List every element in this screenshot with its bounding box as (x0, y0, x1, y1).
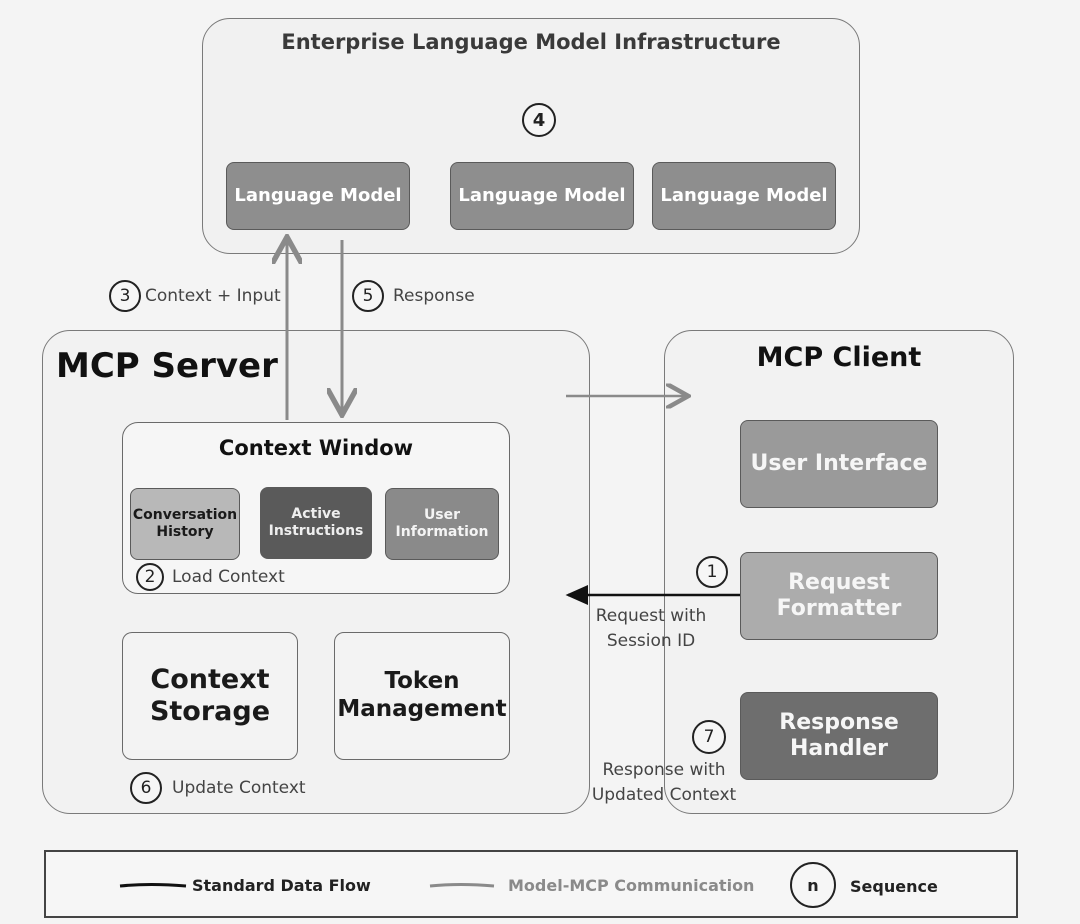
request-session-line1: Request with (595, 606, 707, 626)
request-formatter-line2: Formatter (776, 596, 902, 621)
language-model-2: Language Model (450, 162, 634, 230)
token-management-line1: Token (384, 668, 460, 695)
context-storage-box: Context Storage (122, 632, 298, 760)
user-information-line2: Information (395, 524, 489, 540)
response-handler-box: Response Handler (740, 692, 938, 780)
language-model-1: Language Model (226, 162, 410, 230)
language-model-3: Language Model (652, 162, 836, 230)
conversation-history-line2: History (156, 524, 214, 540)
sequence-step-4: 4 (522, 103, 556, 137)
legend-standard-label: Standard Data Flow (192, 876, 371, 895)
active-instructions-line1: Active (291, 506, 341, 523)
conversation-history-line1: Conversation (132, 507, 238, 524)
sequence-step-7: 7 (692, 720, 726, 754)
sequence-step-3: 3 (109, 280, 141, 312)
user-information-box: User Information (385, 488, 499, 560)
request-session-line2: Session ID (606, 630, 696, 651)
sequence-step-2: 2 (136, 563, 164, 591)
load-context-label: Load Context (172, 567, 285, 587)
response-handler-line1: Response (779, 709, 899, 735)
infrastructure-title: Enterprise Language Model Infrastructure (281, 30, 781, 54)
active-instructions-line2: Instructions (268, 523, 364, 539)
response-updated-line2: Updated Context (591, 784, 737, 805)
sequence-step-1: 1 (696, 556, 728, 588)
legend-sequence-icon: n (790, 862, 836, 908)
mcp-server-title: MCP Server (56, 346, 278, 386)
request-formatter-box: Request Formatter (740, 552, 938, 640)
response-updated-line1: Response with (602, 760, 726, 780)
legend-sequence-label: Sequence (850, 877, 938, 896)
conversation-history-box: Conversation History (130, 488, 240, 560)
context-storage-line2: Storage (149, 696, 271, 727)
sequence-step-5: 5 (352, 280, 384, 312)
user-interface-box: User Interface (740, 420, 938, 508)
request-formatter-line1: Request (788, 569, 890, 595)
legend-model-label: Model-MCP Communication (508, 876, 755, 895)
legend (44, 850, 1018, 918)
token-management-line2: Management (337, 696, 507, 722)
response-label: Response (393, 286, 475, 306)
response-handler-line2: Handler (790, 736, 888, 761)
context-window-title: Context Window (218, 436, 414, 460)
response-updated-label: Response with Updated Context (588, 758, 740, 807)
active-instructions-box: Active Instructions (260, 487, 372, 559)
update-context-label: Update Context (172, 778, 306, 798)
user-information-line1: User (423, 507, 461, 524)
token-management-box: Token Management (334, 632, 510, 760)
sequence-step-6: 6 (130, 772, 162, 804)
context-input-label: Context + Input (145, 286, 281, 306)
mcp-client-title: MCP Client (756, 342, 922, 373)
request-session-label: Request with Session ID (586, 604, 716, 653)
context-storage-line1: Context (150, 663, 270, 695)
